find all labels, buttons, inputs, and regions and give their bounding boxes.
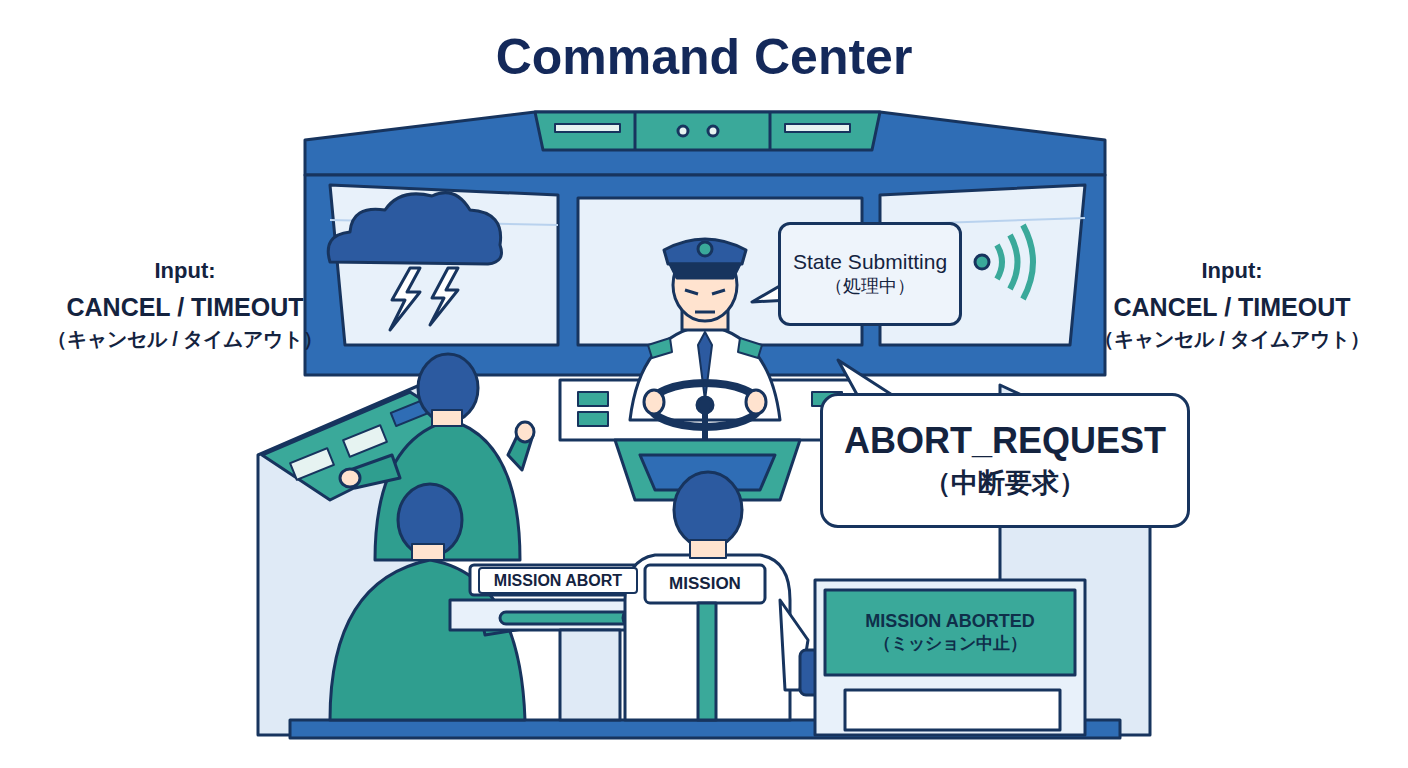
abort-bubble: ABORT_REQUEST（中断要求） [820, 393, 1190, 528]
input-heading: Input: [1201, 258, 1262, 284]
node-text: ABORT_REQUEST [844, 418, 1166, 465]
input-signals-ja: （キャンセル / タイムアウト） [1094, 326, 1371, 353]
node-text: MISSION ABORT [494, 571, 622, 590]
diagram-title: Command Center [0, 28, 1408, 86]
input-heading: Input: [154, 258, 215, 284]
chair-label: MISSION [669, 574, 741, 594]
abort-plate: MISSION ABORT [478, 567, 638, 594]
node-text: （処理中） [825, 274, 915, 299]
state-bubble: State Submitting（処理中） [778, 222, 962, 326]
input-signals: CANCEL / TIMEOUT [66, 293, 303, 322]
input-signals-ja: （キャンセル / タイムアウト） [47, 326, 324, 353]
status-screen: MISSION ABORTED（ミッション中止） [828, 593, 1072, 672]
node-text: State Submitting [793, 249, 947, 274]
node-text: （ミッション中止） [874, 633, 1027, 655]
node-text: MISSION ABORTED [865, 610, 1034, 633]
input-signals: CANCEL / TIMEOUT [1113, 293, 1350, 322]
node-text: （中断要求） [924, 465, 1086, 503]
